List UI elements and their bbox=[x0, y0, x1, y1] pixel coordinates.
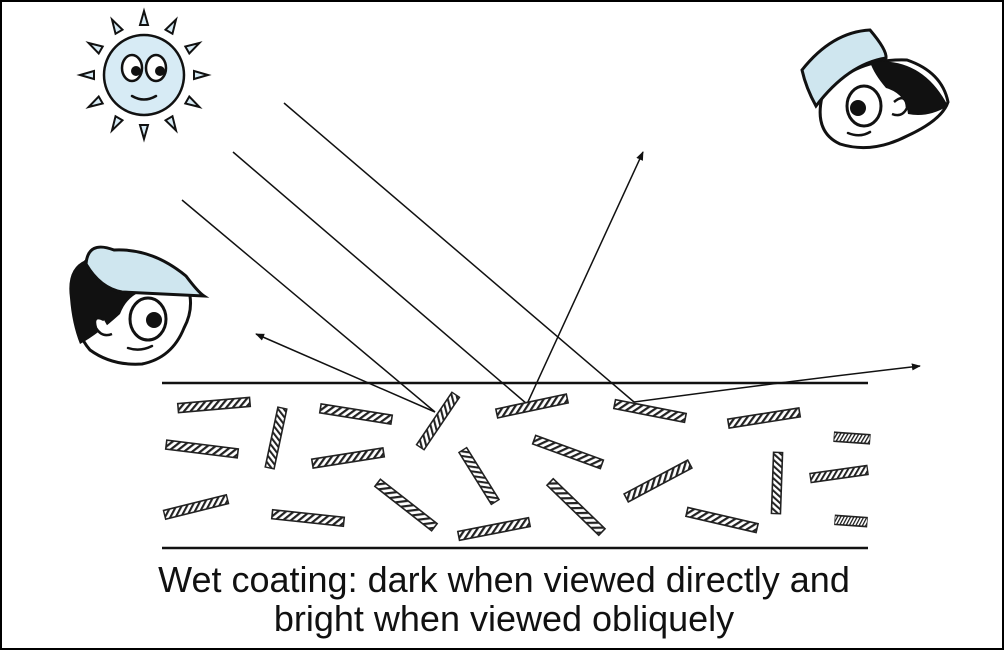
flake-particles bbox=[162, 391, 872, 542]
flake-particle-icon bbox=[318, 403, 394, 425]
diagram-caption: Wet coating: dark when viewed directly a… bbox=[2, 560, 1004, 638]
flake-particle-icon bbox=[832, 431, 872, 445]
incident-light-rays bbox=[181, 102, 635, 413]
flake-particle-icon bbox=[264, 406, 288, 470]
flake-particle-icon bbox=[495, 393, 569, 419]
sun-icon bbox=[76, 7, 212, 143]
reflection-diagram bbox=[69, 7, 950, 550]
observer-oblique-icon bbox=[800, 28, 950, 150]
flake-particle-icon bbox=[458, 446, 500, 506]
caption-line-2: bright when viewed obliquely bbox=[273, 598, 735, 639]
flake-particle-icon bbox=[270, 508, 346, 528]
flake-particle-icon bbox=[623, 459, 693, 503]
flake-particle-icon bbox=[415, 391, 461, 451]
observer-direct-icon bbox=[69, 245, 210, 366]
caption-line-1: Wet coating: dark when viewed directly a… bbox=[158, 559, 850, 600]
flake-particle-icon bbox=[531, 434, 605, 470]
flake-particle-icon bbox=[546, 477, 606, 537]
flake-particle-icon bbox=[726, 407, 802, 429]
flake-particle-icon bbox=[613, 398, 687, 424]
flake-particle-icon bbox=[809, 464, 869, 484]
flake-particle-icon bbox=[457, 516, 531, 542]
reflected-light-rays bbox=[255, 151, 921, 413]
flake-particle-icon bbox=[164, 439, 240, 459]
flake-particle-icon bbox=[310, 447, 386, 469]
flake-particle-icon bbox=[176, 396, 252, 414]
flake-particle-icon bbox=[162, 493, 230, 521]
flake-particle-icon bbox=[770, 451, 784, 515]
flake-particle-icon bbox=[374, 478, 438, 532]
flake-particle-icon bbox=[833, 514, 869, 528]
flake-particle-icon bbox=[685, 506, 759, 534]
